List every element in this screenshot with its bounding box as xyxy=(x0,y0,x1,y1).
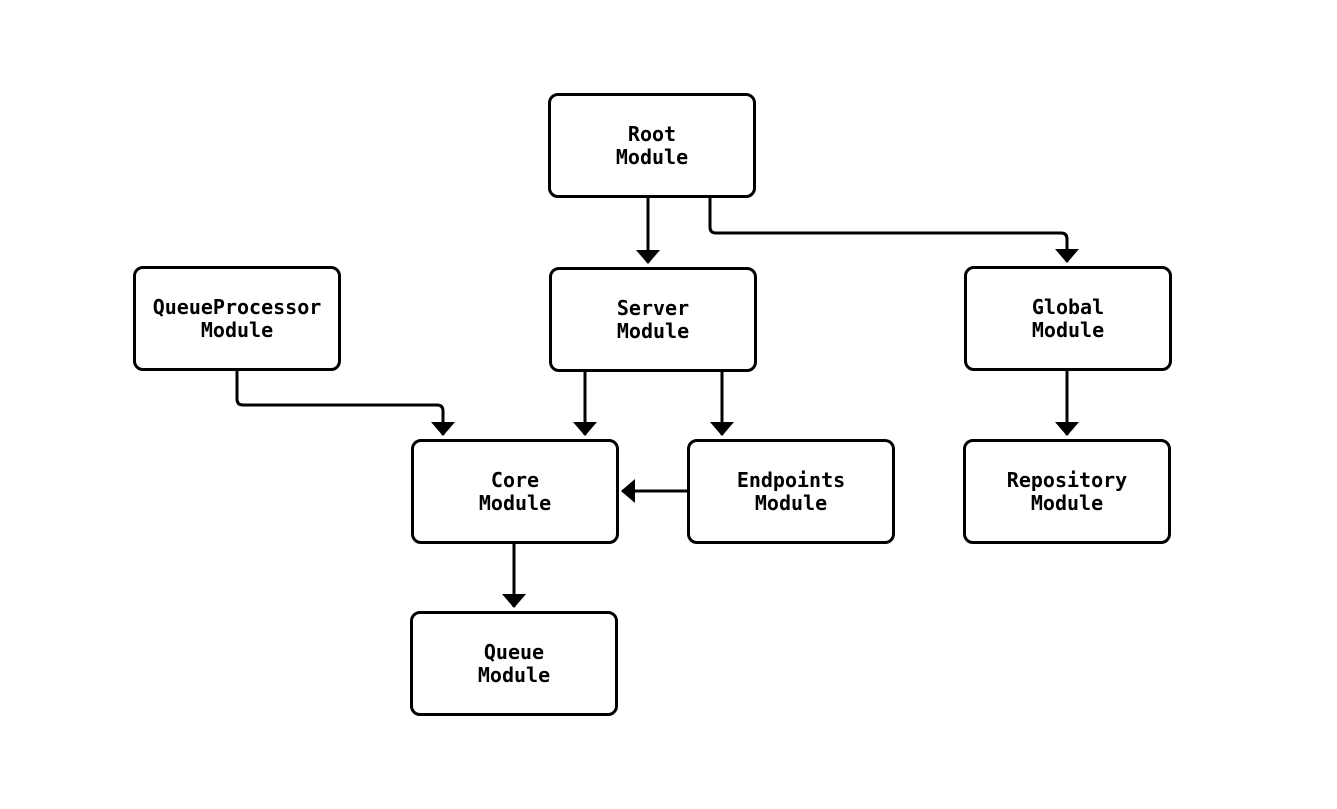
node-server-module-label: Server Module xyxy=(616,295,690,343)
node-queue-module-label: Queue Module xyxy=(477,639,551,687)
node-repository-module: Repository Module xyxy=(963,439,1171,544)
node-queue-module: Queue Module xyxy=(410,611,618,716)
node-root-module-label: Root Module xyxy=(615,121,689,169)
node-server-module: Server Module xyxy=(549,267,757,372)
node-repository-module-label: Repository Module xyxy=(1006,467,1128,515)
node-endpoints-module-label: Endpoints Module xyxy=(736,467,846,515)
node-global-module-label: Global Module xyxy=(1031,294,1105,342)
node-core-module: Core Module xyxy=(411,439,619,544)
node-endpoints-module: Endpoints Module xyxy=(687,439,895,544)
node-core-module-label: Core Module xyxy=(478,467,552,515)
node-queueprocessor-module-label: QueueProcessor Module xyxy=(152,294,322,342)
edge-queueprocessor-to-core xyxy=(235,371,455,436)
node-queueprocessor-module: QueueProcessor Module xyxy=(133,266,341,371)
edge-root-to-global xyxy=(708,198,1079,263)
node-global-module: Global Module xyxy=(964,266,1172,371)
node-root-module: Root Module xyxy=(548,93,756,198)
